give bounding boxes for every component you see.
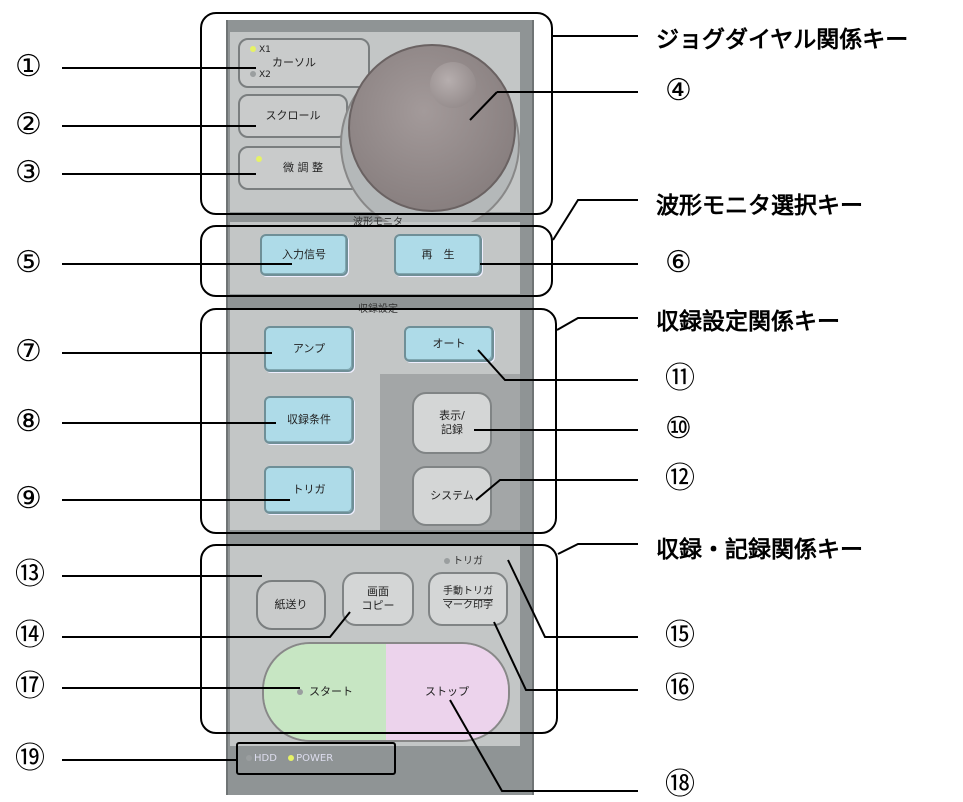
callout-number-8: ⑧	[15, 404, 42, 439]
scroll-label: スクロール	[265, 109, 321, 123]
callout-number-12: ⑫	[665, 461, 695, 496]
callout-number-10: ⑩	[665, 411, 692, 446]
hdd-label: HDD	[254, 753, 277, 764]
system-button[interactable]: システム	[412, 466, 492, 526]
record-conditions-label: 収録条件	[287, 413, 331, 427]
fine-adjust-led	[256, 156, 262, 162]
hdd-led	[246, 755, 252, 761]
manual-trigger-label-top: 手動トリガ	[443, 586, 493, 600]
start-label: スタート	[309, 685, 353, 699]
record-setting-group-label: 収録設定関係キー	[656, 309, 840, 335]
start-stop-pill: スタート ストップ	[262, 642, 510, 742]
display-record-label-top: 表示/	[439, 409, 465, 423]
x2-led	[250, 70, 256, 77]
paper-feed-button[interactable]: 紙送り	[256, 580, 326, 630]
callout-number-19: ⑲	[15, 741, 45, 776]
jog-group-label: ジョグダイヤル関係キー	[656, 27, 909, 53]
fine-adjust-label: 微 調 整	[283, 161, 323, 175]
auto-button[interactable]: オート	[404, 326, 494, 362]
start-button[interactable]: スタート	[264, 644, 386, 740]
stop-button[interactable]: ストップ	[386, 644, 508, 740]
auto-label: オート	[432, 337, 466, 351]
power-led	[288, 755, 295, 761]
callout-number-17: ⑰	[15, 669, 45, 704]
input-signal-button[interactable]: 入力信号	[260, 234, 348, 276]
display-record-button[interactable]: 表示/ 記録	[412, 392, 492, 454]
trigger-led-indicator: トリガ	[444, 552, 483, 567]
callout-number-13: ⑬	[15, 557, 45, 592]
waveform-group-label: 波形モニタ選択キー	[656, 193, 863, 219]
callout-number-11: ⑪	[665, 361, 695, 396]
screen-copy-label-top: 画面	[367, 585, 389, 599]
callout-number-9: ⑨	[15, 481, 42, 516]
callout-number-3: ③	[15, 155, 42, 190]
waveform-section-title: 波形モニタ	[353, 217, 403, 228]
trigger-led-label: トリガ	[453, 556, 483, 567]
screen-copy-label-bottom: コピー	[361, 599, 395, 612]
record-print-callout	[200, 544, 558, 734]
record-setting-callout	[200, 308, 557, 534]
playback-button[interactable]: 再 生	[394, 234, 482, 276]
trigger-label: トリガ	[292, 483, 326, 497]
input-signal-label: 入力信号	[282, 248, 326, 262]
callout-number-4: ④	[665, 73, 692, 108]
playback-label: 再 生	[421, 248, 455, 262]
display-record-label-bottom: 記録	[441, 423, 463, 436]
record-print-group-label: 収録・記録関係キー	[656, 537, 863, 563]
start-led	[297, 689, 303, 695]
amp-button[interactable]: アンプ	[264, 326, 354, 372]
x1-led	[250, 45, 256, 52]
x2-label: X2	[259, 69, 271, 80]
stop-label: ストップ	[425, 685, 469, 699]
callout-number-16: ⑯	[665, 671, 695, 706]
status-callout	[236, 742, 396, 775]
trigger-button[interactable]: トリガ	[264, 466, 354, 514]
record-conditions-button[interactable]: 収録条件	[264, 396, 354, 444]
callout-number-1: ①	[15, 49, 42, 84]
callout-number-14: ⑭	[15, 618, 45, 653]
callout-number-6: ⑥	[665, 245, 692, 280]
jog-callout	[200, 12, 553, 215]
power-label: POWER	[296, 753, 334, 764]
trigger-led	[444, 558, 450, 564]
callout-number-15: ⑮	[665, 618, 695, 653]
callout-number-5: ⑤	[15, 245, 42, 280]
manual-trigger-button[interactable]: 手動トリガ マーク印字	[428, 572, 508, 626]
cursor-button[interactable]: X1 カーソル X2	[238, 38, 370, 88]
screen-copy-button[interactable]: 画面 コピー	[342, 572, 414, 626]
waveform-callout	[200, 225, 553, 297]
callout-number-7: ⑦	[15, 334, 42, 369]
cursor-label: カーソル	[272, 56, 316, 70]
jog-dial-knob[interactable]	[430, 62, 476, 108]
system-label: システム	[430, 489, 474, 503]
amp-label: アンプ	[292, 342, 326, 356]
paper-feed-label: 紙送り	[274, 598, 308, 612]
callout-number-2: ②	[15, 107, 42, 142]
manual-trigger-label-bottom: マーク印字	[443, 600, 493, 611]
fine-adjust-button[interactable]: 微 調 整	[238, 146, 368, 190]
status-leds: HDD POWER	[246, 753, 333, 764]
jog-dial[interactable]	[348, 44, 516, 212]
x1-label: X1	[259, 44, 271, 55]
device-panel: X1 カーソル X2 スクロール 微 調 整 波形モニタ 入力信号 再 生 収録…	[226, 20, 534, 795]
callout-number-18: ⑱	[665, 767, 695, 802]
